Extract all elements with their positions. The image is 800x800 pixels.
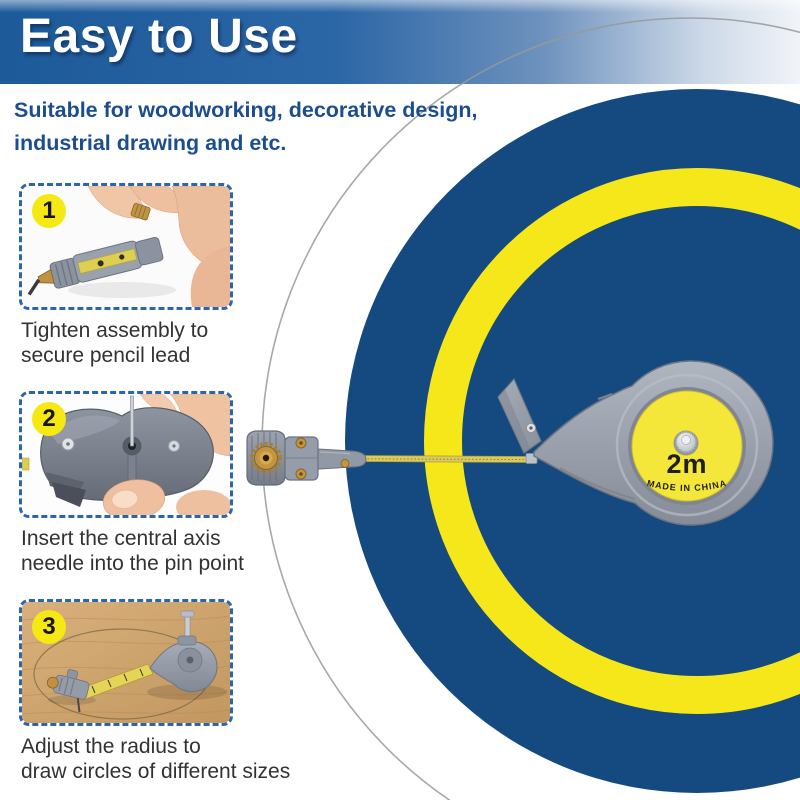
yellow-ring (424, 168, 800, 714)
capacity-label: 2m (666, 449, 707, 479)
step-card-1: 1 (19, 183, 233, 310)
step1-caption: Tighten assembly to secure pencil lead (21, 318, 208, 368)
caption-line: secure pencil lead (21, 344, 191, 367)
step3-caption: Adjust the radius to draw circles of dif… (21, 734, 290, 784)
step2-caption: Insert the central axis needle into the … (21, 526, 244, 576)
subtitle-line: Suitable for woodworking, decorative des… (14, 98, 478, 122)
subtitle-line: industrial drawing and etc. (14, 131, 287, 155)
origin-label: MADE IN CHINA (646, 478, 728, 493)
blue-circle-backdrop (345, 89, 800, 793)
caption-line: draw circles of different sizes (21, 760, 291, 783)
subtitle: Suitable for woodworking, decorative des… (14, 94, 478, 160)
tape-strip (361, 453, 538, 464)
step-card-2: 2 (19, 391, 233, 518)
step-number-badge: 1 (32, 194, 66, 228)
caption-line: needle into the pin point (21, 552, 245, 575)
step-number-badge: 3 (32, 610, 66, 644)
step-card-3: 3 (19, 599, 233, 726)
tape-measure-body: 2m MADE IN CHINA (497, 360, 774, 526)
step-number-badge: 2 (32, 402, 66, 436)
page-title: Easy to Use (20, 10, 298, 63)
caption-line: Adjust the radius to (21, 735, 201, 758)
caption-line: Insert the central axis (21, 527, 221, 550)
compass-head (246, 430, 367, 486)
caption-line: Tighten assembly to (21, 319, 209, 342)
